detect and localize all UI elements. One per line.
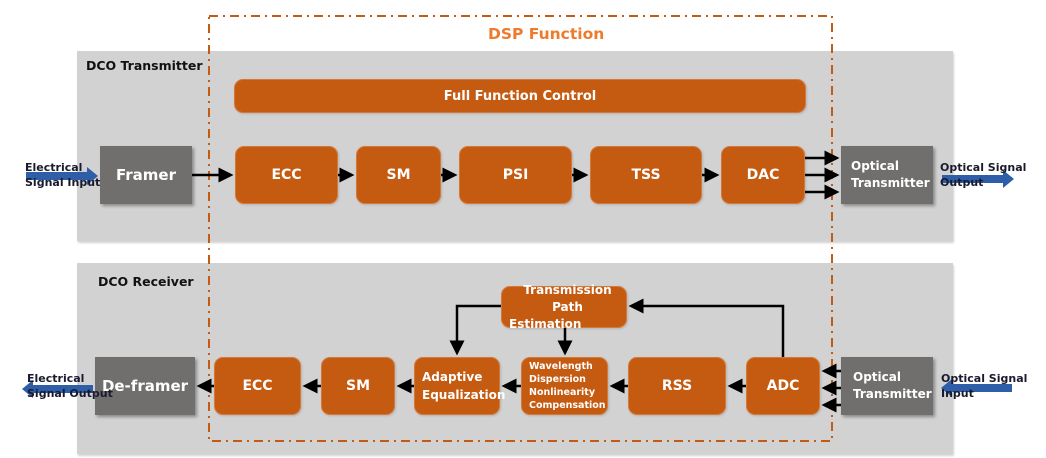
receiver-title: DCO Receiver [98, 274, 194, 289]
electrical-signal-input-label: Electrical Signal Input [25, 160, 100, 190]
rx-optical-label-line1: Optical [853, 370, 901, 384]
optical-output-line1: Optical Signal [940, 161, 1027, 174]
electrical-input-line1: Electrical [25, 161, 83, 174]
dsp-function-border [208, 15, 833, 442]
optical-output-line2: Output [940, 176, 984, 189]
framer-label: Framer [115, 166, 176, 184]
rss-block: RSS [628, 357, 726, 415]
electrical-input-arrow [26, 167, 98, 185]
electrical-output-line2: Signal Output [27, 387, 113, 400]
transmission-path-estimation-block: Transmission Path Estimation [501, 283, 627, 331]
electrical-signal-output-label: Electrical Signal Output [27, 371, 113, 401]
optical-input-line1: Optical Signal [941, 372, 1028, 385]
framer-block: Framer [100, 146, 192, 204]
tx-dac-label: DAC [746, 167, 780, 183]
full-function-control-block: Full Function Control [234, 79, 806, 113]
rx-ecc-label: ECC [242, 378, 273, 394]
tx-ecc-label: ECC [271, 167, 302, 183]
rss-label: RSS [661, 378, 693, 394]
compensation-label-line4: Compensation [529, 400, 606, 411]
adaptive-label-line1: Adaptive [422, 370, 483, 384]
arrow-adc-to-estimation [628, 298, 785, 357]
adc-block: ADC [746, 357, 820, 415]
tx-ecc-block: ECC [235, 146, 338, 204]
electrical-input-line2: Signal Input [25, 176, 101, 189]
tx-psi-block: PSI [459, 146, 572, 204]
tx-tss-label: TSS [631, 167, 661, 183]
electrical-output-line1: Electrical [27, 372, 85, 385]
optical-input-arrow [941, 379, 1012, 397]
rx-sm-block: SM [321, 357, 395, 415]
optical-signal-input-label: Optical Signal Input [941, 371, 1027, 401]
deframer-block: De-framer [95, 357, 195, 415]
optical-output-arrow [942, 170, 1014, 188]
adaptive-label-line2: Equalization [422, 388, 506, 402]
transmitter-title: DCO Transmitter [86, 58, 203, 73]
full-function-control-label: Full Function Control [443, 88, 597, 104]
tx-dac-block: DAC [721, 146, 805, 204]
optical-signal-output-label: Optical Signal Output [940, 160, 1026, 190]
deframer-label: De-framer [101, 377, 189, 395]
compensation-label-line3: Nonlinearity [529, 387, 596, 398]
estimation-label-line1: Transmission Path [523, 282, 612, 314]
estimation-label-line2: Estimation [509, 316, 582, 331]
tx-sm-label: SM [386, 167, 411, 183]
tx-optical-label-line1: Optical [851, 159, 899, 173]
adc-label: ADC [766, 378, 800, 394]
rx-sm-label: SM [345, 378, 370, 394]
compensation-label-line1: Wavelength [529, 361, 593, 372]
rx-optical-transmitter-block: Optical Transmitter [841, 357, 933, 415]
tx-optical-transmitter-block: Optical Transmitter [841, 146, 933, 204]
rx-ecc-block: ECC [214, 357, 301, 415]
compensation-block: Wavelength Dispersion Nonlinearity Compe… [521, 357, 608, 415]
arrow-estimation-to-adaptive [449, 304, 501, 356]
tx-sm-block: SM [356, 146, 441, 204]
adaptive-equalization-block: Adaptive Equalization [414, 357, 505, 415]
dsp-function-title: DSP Function [488, 25, 605, 43]
compensation-label-line2: Dispersion [529, 374, 586, 385]
electrical-output-arrow [22, 380, 93, 398]
optical-input-line2: Input [941, 387, 974, 400]
tx-psi-label: PSI [502, 167, 529, 183]
rx-optical-label-line2: Transmitter [853, 387, 932, 401]
tx-optical-label-line2: Transmitter [851, 176, 930, 190]
tx-tss-block: TSS [590, 146, 702, 204]
